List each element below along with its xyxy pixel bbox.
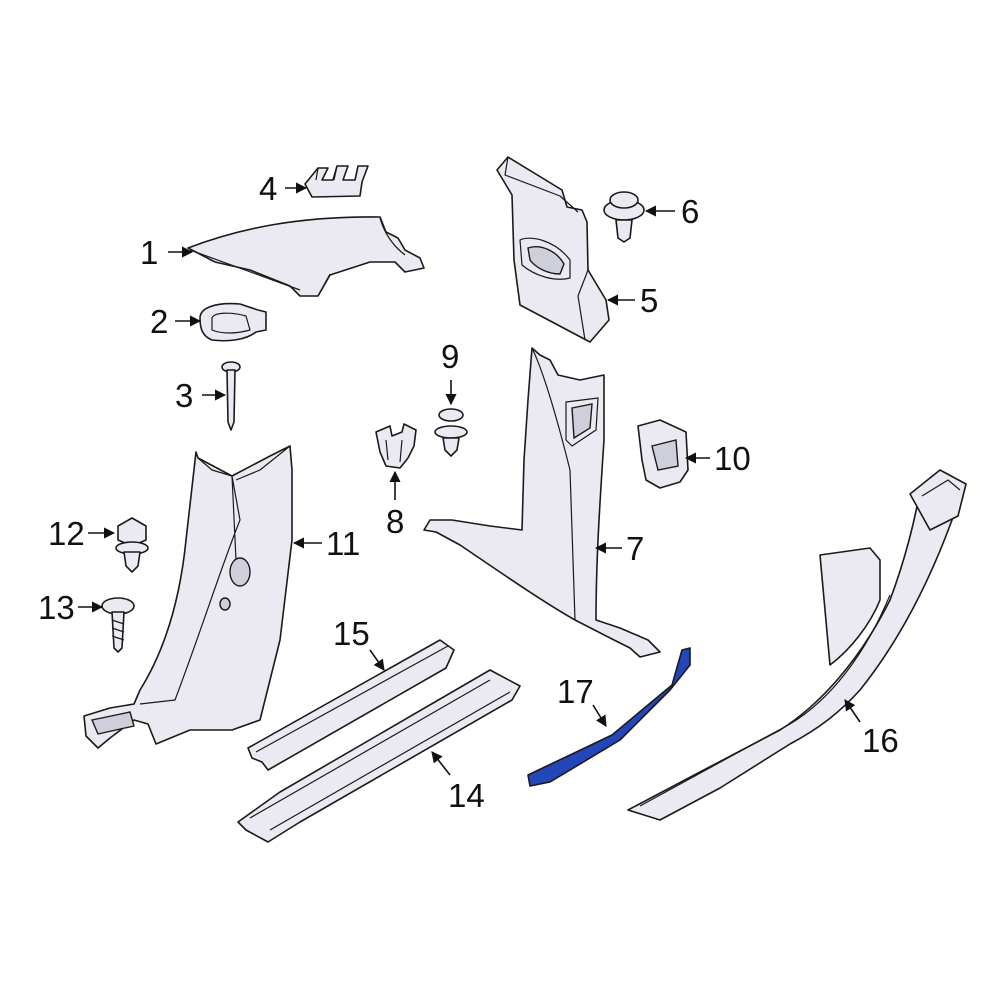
callout-17: 17 [557,673,594,710]
part-8-retainer-clip[interactable] [375,423,417,469]
part-5-pillar-cover[interactable] [496,156,610,343]
part-16-sill-trim[interactable] [627,469,967,821]
part-3-pin[interactable] [221,361,241,431]
leader-lines [78,182,861,776]
part-14-sill-plate[interactable] [237,669,521,843]
part-6-grommet[interactable] [603,191,645,243]
part-12-nut-clip[interactable] [115,517,149,573]
part-13-screw[interactable] [101,597,135,653]
part-17-trim-panel[interactable] [527,647,691,787]
callout-9: 9 [441,338,459,375]
part-11-pillar-trim[interactable] [83,445,293,749]
callout-16: 16 [862,722,899,759]
part-15-scuff-strip[interactable] [247,639,455,771]
callout-4: 4 [259,170,277,207]
part-9-push-clip[interactable] [434,408,468,457]
part-4-bracket[interactable] [304,165,369,198]
part-17-fill [527,647,691,787]
part-7-pillar-trim[interactable] [423,347,661,658]
callout-8: 8 [386,503,404,540]
callout-5: 5 [640,282,658,319]
part-10-cover[interactable] [637,419,689,489]
callout-3: 3 [175,377,193,414]
callout-15: 15 [333,615,370,652]
callout-labels: 1 2 3 4 5 6 7 8 9 10 11 12 13 14 15 16 1… [38,170,899,814]
callout-6: 6 [681,193,699,230]
callout-1: 1 [140,234,158,271]
callout-7: 7 [626,530,644,567]
callout-10: 10 [714,440,751,477]
part-1-pillar-trim[interactable] [187,216,425,297]
callout-2: 2 [150,303,168,340]
callout-13: 13 [38,589,75,626]
part-2-cover[interactable] [199,302,267,342]
callout-12: 12 [48,515,85,552]
callout-14: 14 [448,777,485,814]
callout-11: 11 [326,525,360,562]
